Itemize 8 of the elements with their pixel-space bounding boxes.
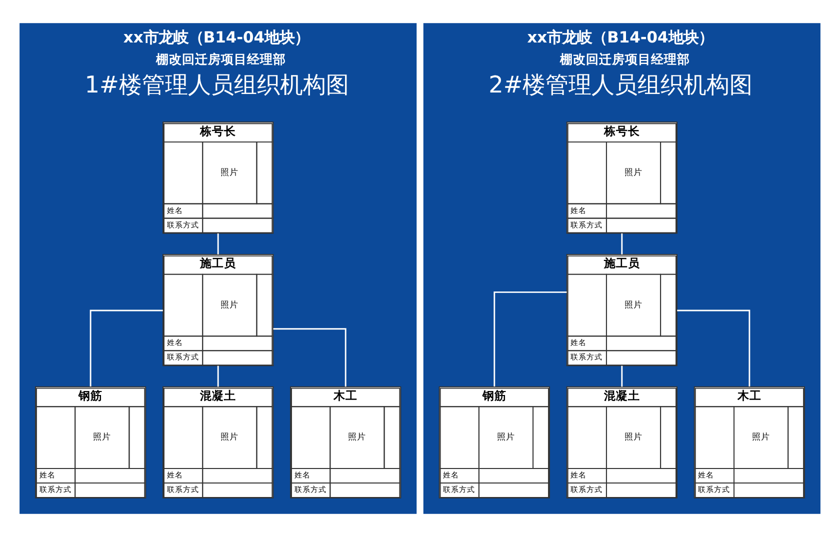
connector — [677, 309, 750, 386]
connector — [217, 232, 219, 254]
connector — [90, 309, 163, 386]
connector — [621, 232, 623, 254]
connector — [273, 328, 346, 386]
connector — [621, 365, 623, 386]
connector — [494, 290, 567, 386]
connector — [217, 365, 219, 386]
